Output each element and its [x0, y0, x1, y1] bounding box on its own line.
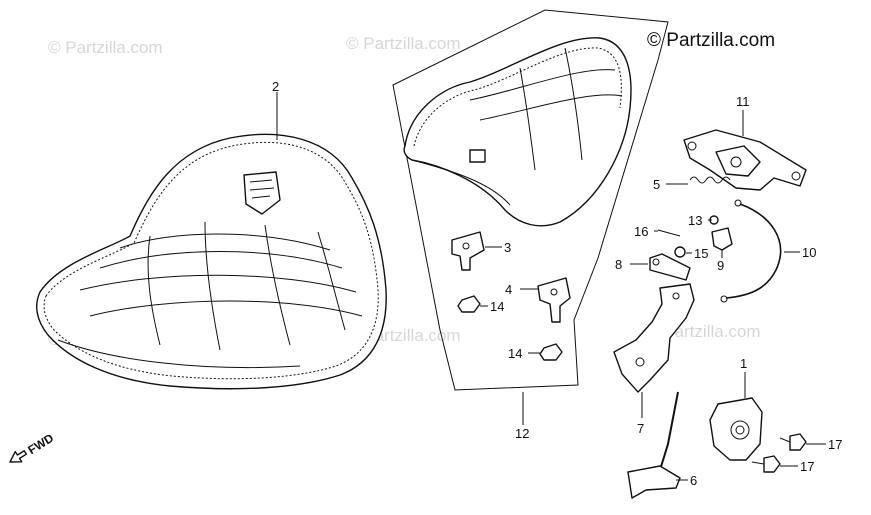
lever-plate-7	[613, 283, 695, 418]
callout-7: 7	[637, 421, 644, 436]
nut-14-upper	[457, 295, 488, 313]
assembly-12-outline	[392, 9, 669, 391]
callout-14-lower: 14	[508, 346, 522, 361]
callout-13: 13	[688, 213, 702, 228]
callout-16: 16	[634, 224, 648, 239]
seat-emblem	[243, 171, 281, 215]
callout-5: 5	[653, 177, 660, 192]
callout-1: 1	[740, 356, 747, 371]
watermark-top-left: © Partzilla.com	[48, 38, 163, 57]
callout-3: 3	[504, 240, 511, 255]
pin-16	[654, 229, 681, 237]
lock-1	[709, 372, 763, 461]
link-8	[630, 253, 691, 281]
nut-14-lower	[528, 343, 563, 361]
callout-4: 4	[505, 282, 512, 297]
watermark-main: © Partzilla.com	[647, 30, 776, 51]
cable-10	[720, 199, 800, 303]
callout-10: 10	[802, 245, 816, 260]
front-seat	[36, 92, 387, 390]
callout-14-upper: 14	[490, 299, 504, 314]
bracket-3	[451, 231, 502, 271]
latch-plate-11	[683, 110, 807, 191]
rear-seat	[403, 37, 632, 227]
callout-11: 11	[736, 94, 750, 109]
callout-8: 8	[615, 257, 622, 272]
bolt-17-upper	[779, 433, 826, 451]
bracket-9	[711, 227, 733, 258]
callout-9: 9	[717, 258, 724, 273]
fwd-label: FWD	[25, 431, 56, 458]
callout-17-lower: 17	[800, 459, 814, 474]
callout-12: 12	[515, 426, 529, 441]
callout-2: 2	[272, 79, 279, 94]
watermark-top-center: © Partzilla.com	[346, 34, 461, 53]
callout-17-upper: 17	[828, 437, 842, 452]
rod-6	[627, 391, 688, 499]
spring-5	[666, 176, 731, 185]
bolt-17-lower	[751, 455, 798, 473]
bolt-13	[708, 215, 719, 225]
bracket-4	[520, 277, 571, 323]
callout-15: 15	[694, 246, 708, 261]
fwd-arrow: FWD	[9, 431, 56, 463]
nut-15	[674, 246, 692, 258]
callout-6: 6	[690, 473, 697, 488]
